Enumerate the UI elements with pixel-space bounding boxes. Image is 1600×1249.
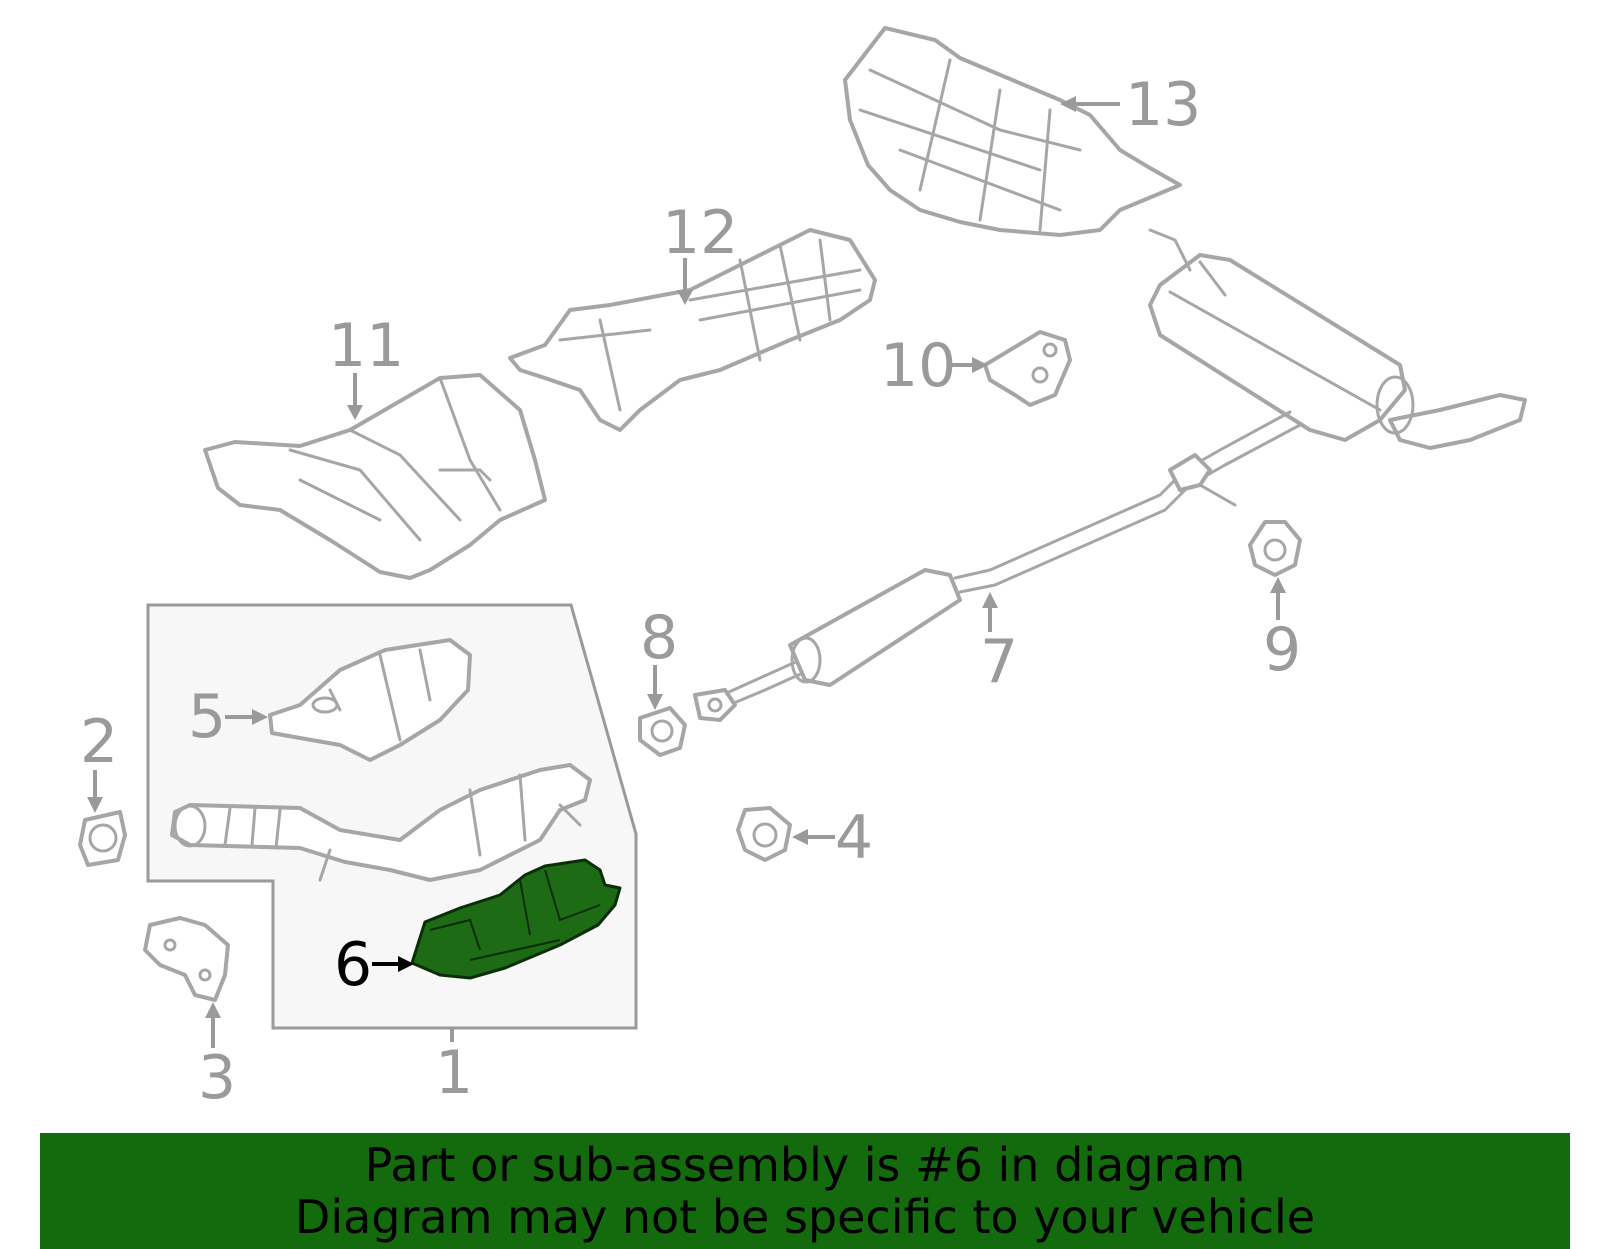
arrowhead-8 xyxy=(647,694,663,710)
part-3-bracket[interactable] xyxy=(143,916,230,1002)
arrowhead-11 xyxy=(347,405,363,420)
callout-12: 12 xyxy=(662,198,738,268)
part-11-front-heat-shield[interactable] xyxy=(203,373,547,580)
exhaust-parts-diagram: 13 12 11 10 9 7 8 5 2 4 6 3 1 xyxy=(78,26,1527,1113)
arrowhead-3 xyxy=(205,1002,221,1018)
arrowhead-2 xyxy=(87,797,103,813)
arrowhead-6 xyxy=(398,956,414,972)
banner-disclaimer-line: Diagram may not be specific to your vehi… xyxy=(294,1190,1316,1244)
part-9-rubber-hanger[interactable] xyxy=(1248,520,1302,577)
arrowhead-9 xyxy=(1270,577,1286,593)
callout-10: 10 xyxy=(880,331,956,401)
rear-muffler[interactable] xyxy=(1148,228,1527,450)
part-8-gasket[interactable] xyxy=(638,706,687,757)
part-13-rear-heat-shield[interactable] xyxy=(843,26,1182,237)
info-banner: Part or sub-assembly is #6 in diagram Di… xyxy=(40,1133,1570,1249)
arrowhead-5 xyxy=(252,709,268,725)
callout-4: 4 xyxy=(835,803,873,873)
callout-3: 3 xyxy=(198,1043,236,1113)
part-6-heat-shield-highlighted[interactable] xyxy=(410,858,622,980)
part-5-converter-heat-shield[interactable] xyxy=(268,638,472,762)
callout-2: 2 xyxy=(80,707,118,777)
callout-9: 9 xyxy=(1263,615,1301,685)
part-12-center-heat-shield[interactable] xyxy=(508,228,877,432)
arrowhead-4 xyxy=(792,829,808,845)
banner-part-line: Part or sub-assembly is #6 in diagram xyxy=(364,1138,1246,1192)
callout-1: 1 xyxy=(435,1038,473,1108)
part-7-intermediate-pipe[interactable] xyxy=(693,410,1302,722)
arrowhead-10 xyxy=(972,357,988,373)
callout-7: 7 xyxy=(980,627,1018,697)
part-4-rubber-hanger[interactable] xyxy=(736,806,792,862)
callout-8: 8 xyxy=(640,603,678,673)
callout-13: 13 xyxy=(1125,70,1201,140)
arrowhead-13 xyxy=(1060,96,1076,112)
callout-11: 11 xyxy=(328,311,404,381)
front-pipe-converter[interactable] xyxy=(170,763,592,882)
part-10-bracket[interactable] xyxy=(983,330,1072,407)
part-2-gasket[interactable] xyxy=(78,810,127,867)
callout-5: 5 xyxy=(188,682,226,752)
callout-6: 6 xyxy=(334,930,372,1000)
arrowhead-7 xyxy=(982,592,998,608)
arrowhead-12 xyxy=(677,290,693,305)
